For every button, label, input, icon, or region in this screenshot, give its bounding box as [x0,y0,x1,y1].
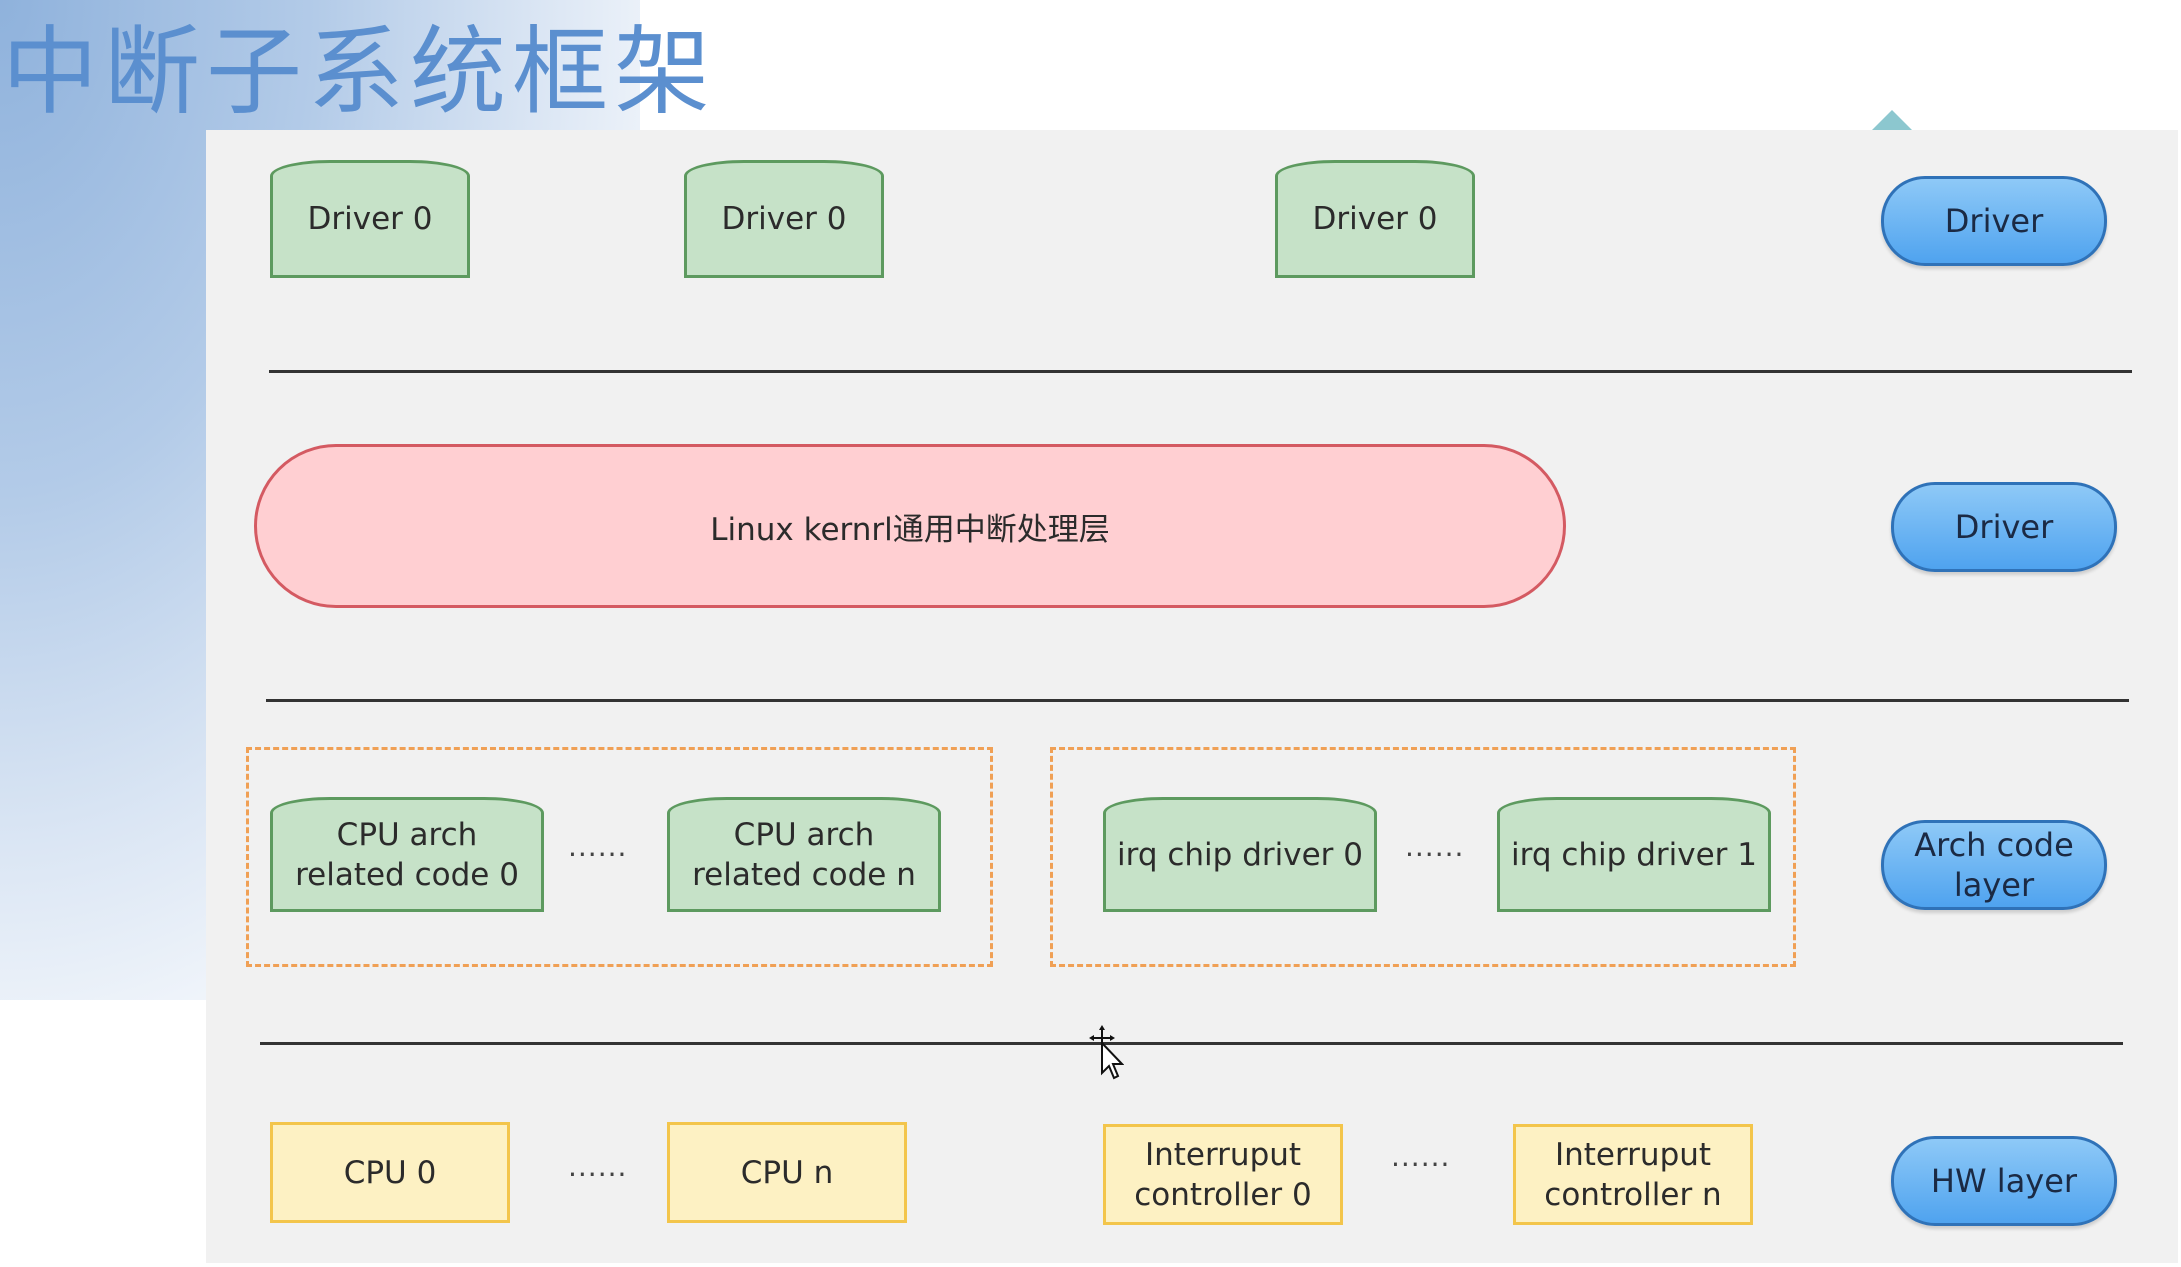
interrupt-controller-0-box: Interruput controller 0 [1103,1124,1343,1225]
cpu-0-box: CPU 0 [270,1122,510,1223]
cpu-arch-box-0: CPU arch related code 0 [270,797,544,912]
irq-chip-ellipsis: ...... [1405,830,1465,863]
cpu-n-box: CPU n [667,1122,907,1223]
driver-layer-label: Driver [1881,176,2107,266]
driver-box-2: Driver 0 [684,160,884,278]
driver-box-3: Driver 0 [1275,160,1475,278]
slide-arrow-decoration [1870,110,1914,132]
cpu-arch-group [246,747,993,967]
slide-title: 中断子系统框架 [2,16,716,128]
controller-ellipsis: ...... [1391,1140,1451,1173]
driver-box-1: Driver 0 [270,160,470,278]
cpu-arch-ellipsis: ...... [568,830,628,863]
interrupt-controller-n-box: Interruput controller n [1513,1124,1753,1225]
irq-chip-driver-1: irq chip driver 1 [1497,797,1771,912]
diagram-canvas: Driver 0 Driver 0 Driver 0 Driver Linux … [206,130,2178,1263]
kernel-generic-irq-box: Linux kernrl通用中断处理层 [254,444,1566,608]
cpu-arch-box-n: CPU arch related code n [667,797,941,912]
layer-divider-1 [269,370,2132,373]
irq-chip-group [1050,747,1796,967]
cpu-ellipsis: ...... [568,1150,628,1183]
kernel-layer-label: Driver [1891,482,2117,572]
hw-layer-label: HW layer [1891,1136,2117,1226]
layer-divider-2 [266,699,2129,702]
layer-divider-3 [260,1042,2123,1045]
irq-chip-driver-0: irq chip driver 0 [1103,797,1377,912]
mouse-cursor-icon [1089,1025,1124,1080]
arch-layer-label: Arch code layer [1881,820,2107,910]
